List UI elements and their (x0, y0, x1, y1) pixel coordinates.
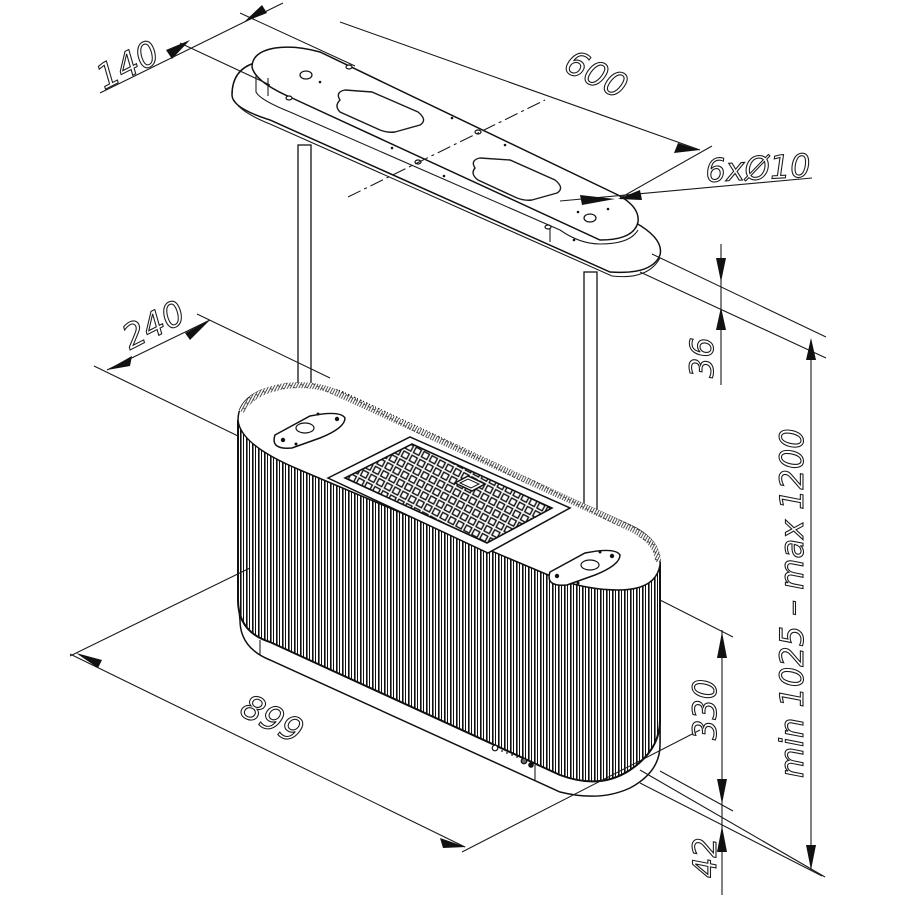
dim-label-330: 330 (686, 679, 724, 740)
dimension-holes: 6xØ10 (559, 146, 813, 205)
ceiling-plate (231, 46, 662, 278)
dim-label-899: 899 (234, 687, 310, 753)
plate-cutout-right (472, 157, 562, 201)
control-button[interactable] (528, 762, 534, 768)
control-button[interactable] (491, 744, 499, 752)
dim-label-36: 36 (683, 337, 721, 378)
dim-label-holes: 6xØ10 (704, 147, 811, 190)
filter-handle (453, 475, 487, 492)
dimension-36: 36 (639, 244, 827, 385)
plate-cutout-left (336, 89, 425, 133)
grease-filter (326, 436, 572, 554)
dim-label-240: 240 (116, 293, 192, 358)
mounting-holes (285, 64, 597, 230)
dimension-330: 330 (659, 599, 734, 895)
dim-label-140: 140 (90, 33, 166, 98)
dimension-42: 42 (639, 782, 823, 879)
rod-bracket-left (273, 412, 346, 449)
control-button[interactable] (520, 757, 528, 765)
control-panel (491, 744, 534, 768)
rod-bracket-right (548, 549, 621, 586)
dim-label-600: 600 (558, 42, 634, 107)
dim-label-overall-height: min 1025 – max 1200 (773, 428, 811, 778)
dim-label-42: 42 (686, 837, 724, 878)
dimension-overall-height: min 1025 – max 1200 (639, 338, 826, 878)
